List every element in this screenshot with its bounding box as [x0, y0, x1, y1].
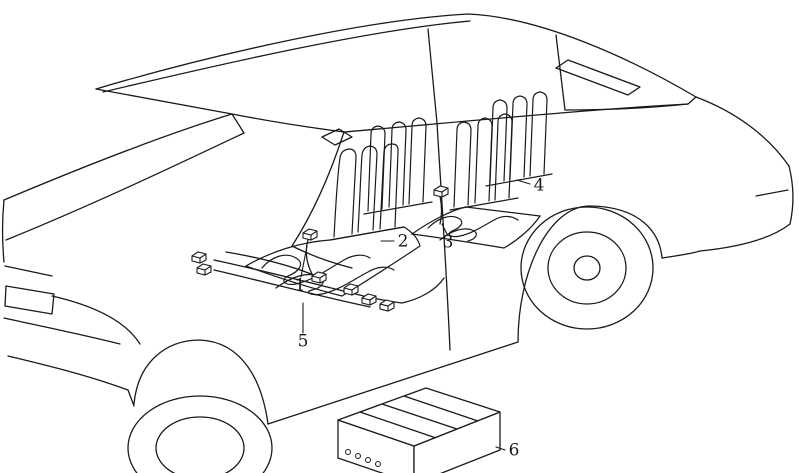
harness-connectors: [191, 185, 449, 312]
connector-icon: [433, 185, 449, 198]
connector-icon: [302, 228, 318, 241]
part-label-5[interactable]: 5: [297, 331, 309, 352]
rear-seat-frames: [449, 91, 553, 211]
connector-icon: [343, 283, 359, 296]
front-seat-frames: [329, 117, 433, 241]
part-label-4[interactable]: 4: [533, 175, 545, 196]
connector-icon: [191, 251, 207, 264]
leader-lines: [300, 179, 531, 451]
connector-icon: [379, 299, 395, 312]
connector-icon: [311, 271, 327, 284]
part-label-3[interactable]: 3: [442, 232, 454, 253]
part-label-1[interactable]: 1: [294, 275, 306, 296]
part-label-6[interactable]: 6: [508, 440, 520, 461]
front-wheel: [127, 395, 273, 473]
part-label-2[interactable]: 2: [397, 231, 409, 252]
wiring-harness: [213, 195, 445, 308]
rear-wheel: [520, 206, 654, 330]
control-unit-box: [337, 387, 501, 473]
car-body-outline: [1, 13, 794, 425]
seat-heating-elements: [244, 206, 542, 297]
connector-icon: [196, 263, 212, 276]
